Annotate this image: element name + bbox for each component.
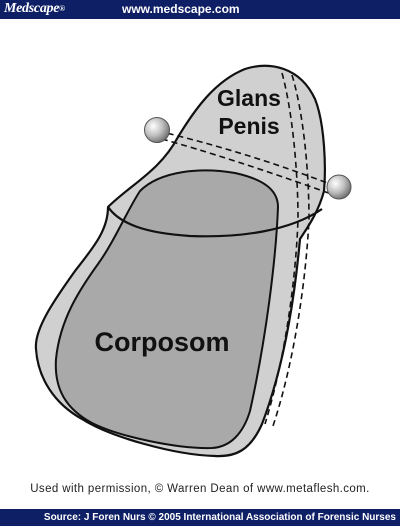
anatomy-diagram: Glans Penis Corposom <box>0 19 400 489</box>
glans-label-line1: Glans <box>217 85 281 111</box>
header-bar: Medscape® www.medscape.com <box>0 0 400 19</box>
source-citation: Source: J Foren Nurs © 2005 Internationa… <box>43 512 396 523</box>
right-bead <box>326 174 352 200</box>
glans-boundary-line <box>107 206 323 238</box>
medscape-logo[interactable]: Medscape® <box>4 1 65 17</box>
corpus-label: Corposom <box>95 327 230 357</box>
site-url-link[interactable]: www.medscape.com <box>122 2 240 16</box>
dashed-line-right-outer <box>271 74 310 430</box>
footer-bar: Source: J Foren Nurs © 2005 Internationa… <box>0 509 400 526</box>
glans-label-line2: Penis <box>218 113 279 139</box>
dashed-line-right-inner <box>264 72 299 425</box>
corpus-shape <box>54 169 279 450</box>
left-bead <box>144 117 170 143</box>
image-credit: Used with permission, © Warren Dean of w… <box>30 483 370 495</box>
registered-mark: ® <box>59 4 65 13</box>
diagram-svg: Glans Penis Corposom <box>34 64 352 458</box>
brand-text: Medscape <box>4 1 60 16</box>
